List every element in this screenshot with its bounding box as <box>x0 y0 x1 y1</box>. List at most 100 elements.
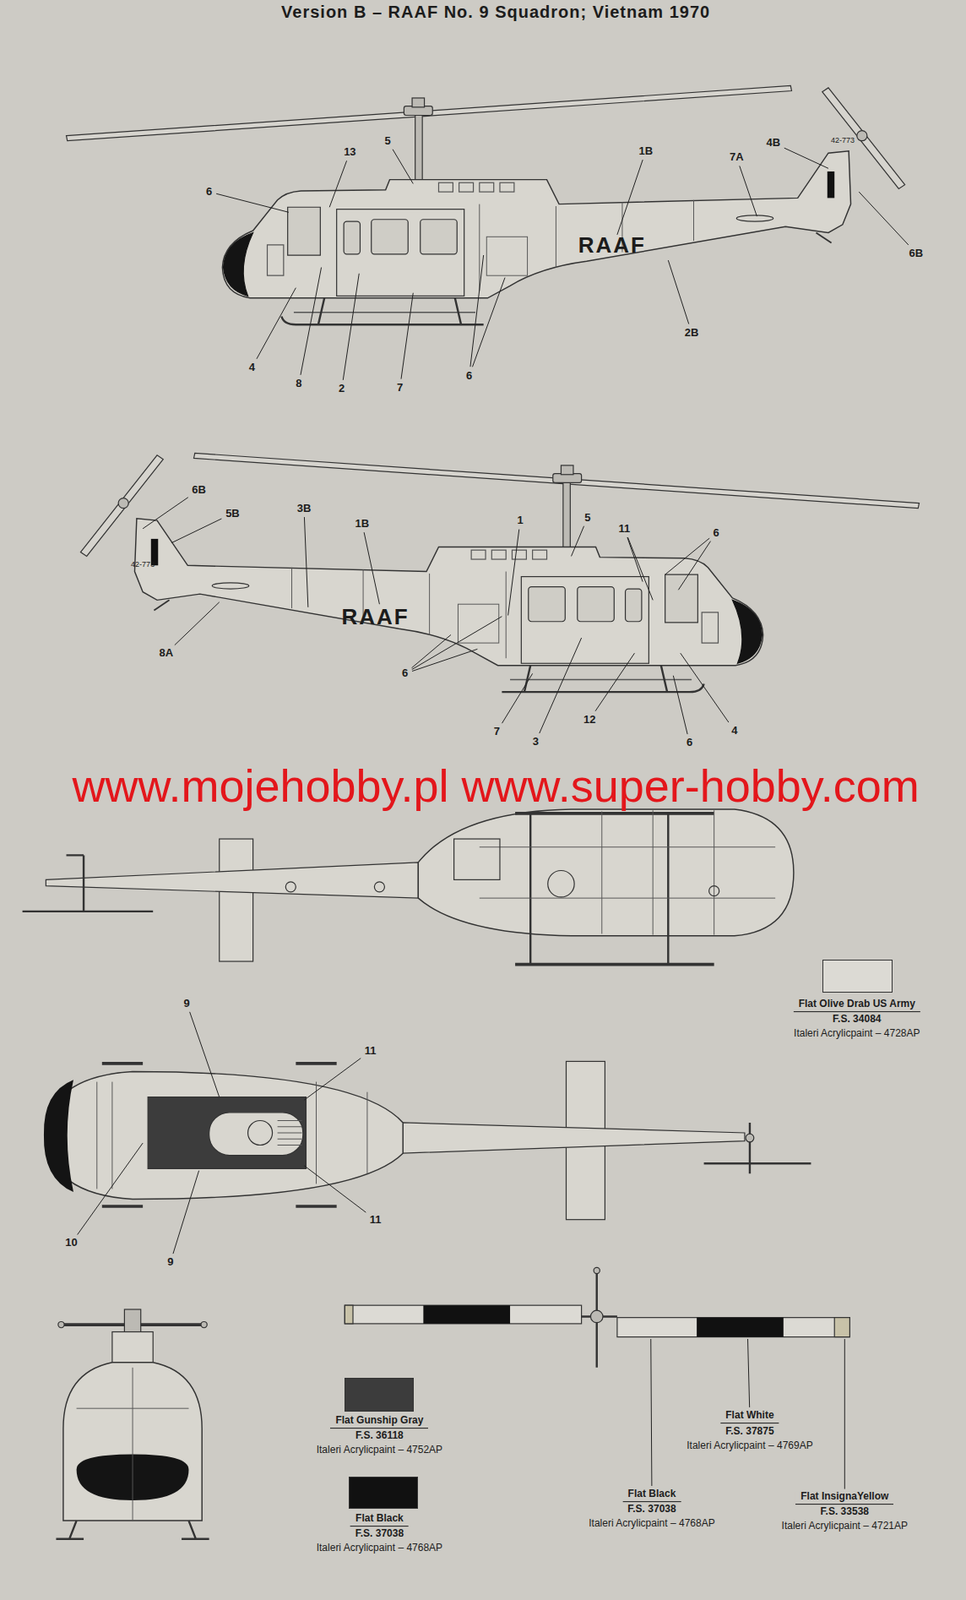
callout-number: 2B <box>683 325 701 339</box>
leader-line <box>470 255 484 367</box>
legend-swatch <box>348 1476 418 1508</box>
paint-note: Flat White <box>720 1409 779 1423</box>
leader-line <box>171 518 222 543</box>
callout-number: 9 <box>181 996 191 1010</box>
rotor-blade-diagram-part <box>423 1304 511 1324</box>
helicopter-top-view-part <box>43 1079 74 1192</box>
rotor-blade-diagram-part <box>593 1266 600 1273</box>
callout-number: 3B <box>295 501 314 515</box>
leader-line <box>844 1338 846 1489</box>
helicopter-top-view-part <box>45 1071 403 1200</box>
callout-number: 2 <box>336 382 347 396</box>
paint-note: F.S. 34084 <box>830 1013 883 1026</box>
paint-note: F.S. 33538 <box>819 1505 871 1518</box>
rotor-blade-diagram-part <box>581 1269 618 1368</box>
watermark: www.mojehobby.pl www.super-hobby.com <box>70 759 921 812</box>
callout-number: 6 <box>464 369 474 382</box>
serial-number: 42-773 <box>829 135 857 144</box>
leader-line <box>627 537 653 600</box>
leader-line <box>363 531 380 604</box>
leader-line <box>256 287 296 359</box>
leader-line <box>142 497 189 529</box>
leader-line <box>784 147 829 169</box>
leader-line <box>412 616 503 670</box>
helicopter-front-view-part <box>76 1367 190 1520</box>
leader-line <box>651 1338 652 1486</box>
rotor-blade-diagram-part <box>834 1317 850 1337</box>
paint-note: Italeri Acrylicpaint – 4752AP <box>314 1443 445 1456</box>
callout-number: 9 <box>165 1255 175 1269</box>
leader-line <box>539 637 582 733</box>
leader-line <box>412 648 478 671</box>
paint-note: Flat InsignaYellow <box>795 1491 894 1505</box>
legend-swatch <box>344 1377 414 1412</box>
leader-line <box>303 516 308 608</box>
leader-line <box>342 273 359 380</box>
drawing-group <box>22 85 920 1538</box>
leader-line <box>571 526 585 557</box>
callout-number: 6 <box>684 736 695 749</box>
callout-number: 8A <box>157 646 176 660</box>
helicopter-bottom-view-part <box>45 862 418 898</box>
helicopter-bottom-view <box>22 808 794 965</box>
leader-line <box>401 293 413 380</box>
callout-number: 4 <box>247 360 257 374</box>
leader-line <box>617 159 643 235</box>
callout-number: 11 <box>616 521 632 535</box>
helicopter-bottom-view-part <box>219 838 254 961</box>
rotor-blade-diagram-part <box>344 1304 353 1324</box>
callout-number: 3 <box>531 735 541 749</box>
leader-line <box>300 267 322 375</box>
helicopter-front-view-part <box>63 1362 202 1520</box>
legend-label: Flat Gunship Gray <box>330 1414 429 1428</box>
callout-number: 13 <box>341 146 358 159</box>
callout-number: 6B <box>189 483 208 496</box>
helicopter-bottom-view-part <box>479 809 776 934</box>
callout-number: 6 <box>400 667 410 680</box>
paint-note: F.S. 37038 <box>625 1503 678 1515</box>
rotor-blade-diagram-part <box>617 1317 850 1337</box>
helicopter-top-view-part <box>147 1096 306 1169</box>
helicopter-top-view-part <box>248 1119 273 1145</box>
helicopter-bottom-view-part <box>454 838 500 880</box>
callout-number: 5B <box>223 506 242 520</box>
callout-number: 7 <box>492 725 502 739</box>
leader-line <box>672 675 688 734</box>
paint-note: F.S. 37875 <box>723 1425 776 1438</box>
helicopter-right-view <box>80 452 919 692</box>
callout-number: 7A <box>727 151 746 164</box>
leader-line <box>502 672 533 723</box>
rotor-blade-diagram-part <box>344 1304 581 1324</box>
leader-line <box>667 260 689 324</box>
paint-note: F.S. 37038 <box>353 1527 406 1540</box>
leader-line <box>472 277 505 368</box>
legend-label: Flat Olive Drab US Army <box>793 998 921 1012</box>
helicopter-front-view-part <box>58 1320 65 1327</box>
helicopter-bottom-view-part <box>548 870 575 897</box>
paint-note: Italeri Acrylicpaint – 4768AP <box>314 1541 445 1554</box>
leader-line <box>508 529 520 616</box>
leader-line <box>858 191 909 245</box>
paint-note: Flat Black <box>623 1487 682 1502</box>
callout-number: 1B <box>636 144 655 158</box>
helicopter-top-view-part <box>97 1081 368 1189</box>
fuselage-marking: RAAF <box>576 233 648 259</box>
leader-line <box>627 537 643 582</box>
rotor-blade-diagram-part <box>696 1317 784 1337</box>
helicopter-top-view-part <box>102 1063 337 1206</box>
helicopter-bottom-view-part <box>22 854 154 911</box>
legend-label: Flat Black <box>350 1512 409 1526</box>
callout-number: 10 <box>63 1236 79 1249</box>
rotor-blade-diagram-part <box>590 1309 603 1322</box>
helicopter-top-view-part <box>277 1119 303 1145</box>
leader-line <box>216 193 289 212</box>
leader-line <box>739 165 758 217</box>
fuselage-marking: RAAF <box>339 604 411 630</box>
leader-line <box>412 634 451 668</box>
callout-number: 6 <box>710 526 721 539</box>
leader-line <box>174 602 220 646</box>
leader-line <box>303 1165 366 1212</box>
helicopter-bottom-view-part <box>285 881 296 892</box>
page-title: Version B – RAAF No. 9 Squadron; Vietnam… <box>279 2 712 22</box>
callout-number: 11 <box>363 1044 379 1058</box>
